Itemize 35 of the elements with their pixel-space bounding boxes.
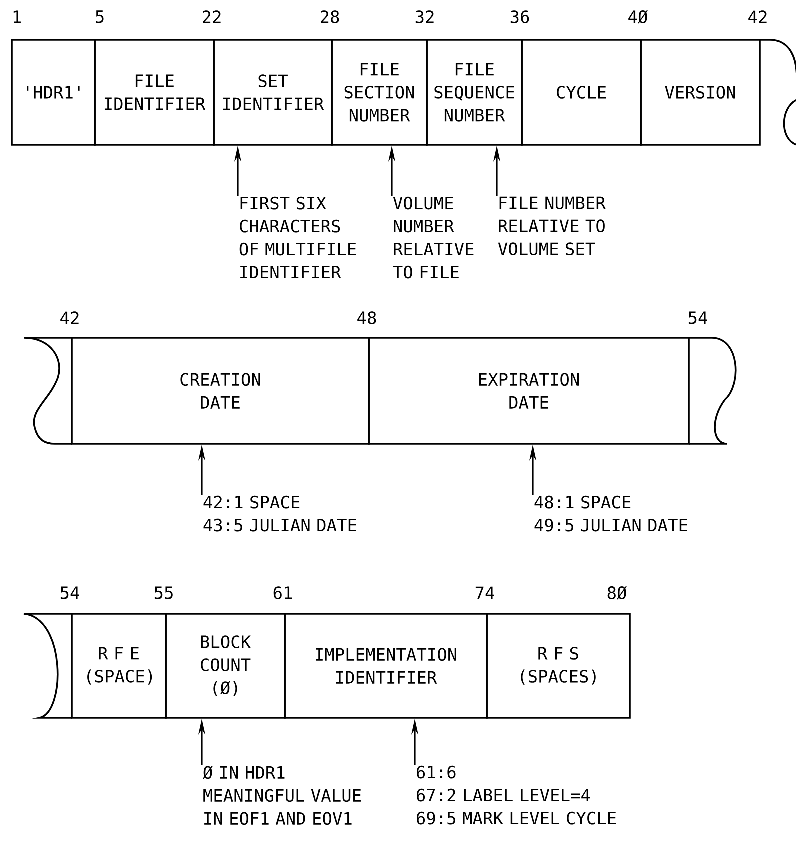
tick-number: 61: [274, 586, 292, 600]
tick-number: 48: [358, 312, 376, 324]
field-box: CYCLE: [521, 39, 642, 146]
field-box: EXPIRATION DATE: [368, 337, 690, 445]
field-box: FILE SECTION NUMBER: [331, 39, 428, 146]
tick-number: 54: [688, 312, 708, 324]
annotation-text: VOLUME NUMBER RELATIVE TO FILE: [393, 196, 474, 279]
annotation-text: 61:6 67:2 LABEL LEVEL=4 69:5 MARK LEVEL CYCLE: [417, 766, 616, 825]
field-box: SET IDENTIFIER: [213, 39, 333, 146]
tick-number: 55: [154, 586, 173, 600]
field-box: R F E (SPACE): [71, 613, 167, 719]
annotation-text: FIRST SIX CHARACTERS OF MULTIFILE IDENTIFIER: [240, 196, 356, 279]
annotation-text: FILE NUMBER RELATIVE TO VOLUME SET: [498, 196, 606, 256]
tick-number: 22: [203, 10, 221, 24]
tick-number: 36: [510, 10, 530, 24]
field-box: FILE SEQUENCE NUMBER: [426, 39, 523, 146]
field-box: IMPLEMENTATION IDENTIFIER: [284, 613, 488, 719]
tick-number: 4Ø: [628, 10, 648, 24]
annotation-text: 48:1 SPACE 49:5 JULIAN DATE: [534, 496, 688, 532]
annotation-text: Ø IN HDR1 MEANINGFUL VALUE IN EOF1 AND EOV1: [202, 766, 361, 826]
tick-number: 42: [748, 10, 767, 24]
field-box: BLOCK COUNT (Ø): [165, 613, 286, 719]
tick-number: 54: [60, 586, 80, 600]
field-box: 'HDR1': [11, 39, 96, 146]
field-box: R F S (SPACES): [486, 613, 631, 719]
field-box: CREATION DATE: [71, 337, 370, 445]
field-box: FILE IDENTIFIER: [94, 39, 215, 146]
field-box: VERSION: [640, 39, 761, 146]
tick-number: 1: [14, 10, 21, 24]
tick-number: 28: [321, 10, 340, 24]
annotation-text: 42:1 SPACE 43:5 JULIAN DATE: [204, 496, 356, 532]
tick-number: 5: [96, 10, 104, 24]
tick-number: 74: [476, 586, 494, 600]
tick-number: 32: [416, 10, 434, 24]
tick-number: 42: [60, 312, 79, 324]
